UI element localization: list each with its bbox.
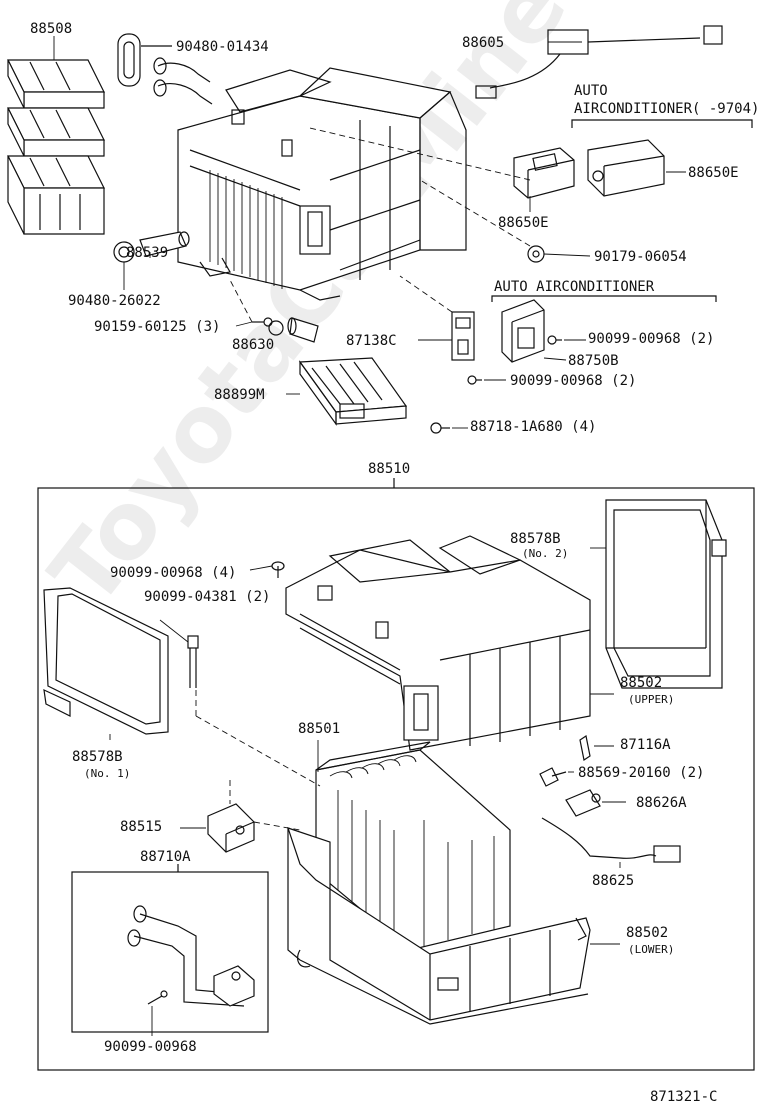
label-88569-20160: 88569-20160 (2) bbox=[578, 765, 705, 781]
pipe-outlet bbox=[153, 57, 213, 105]
label-87116A: 87116A bbox=[620, 737, 671, 753]
label-88539: 88539 bbox=[126, 245, 169, 261]
screw-90159-60125 bbox=[252, 317, 273, 327]
label-88626A: 88626A bbox=[636, 795, 687, 811]
pipe-assembly-88710A bbox=[127, 905, 255, 1007]
label-88630: 88630 bbox=[232, 337, 275, 353]
assembly-frame-88510 bbox=[37, 487, 755, 1071]
nut-90179-06054 bbox=[527, 245, 545, 263]
label-88605: 88605 bbox=[462, 35, 505, 51]
screw-90099-00968-b bbox=[467, 375, 482, 385]
label-87138C: 87138C bbox=[346, 333, 397, 349]
dashed-guides-assembly bbox=[195, 690, 321, 831]
drain-hose-88539 bbox=[139, 231, 190, 257]
sensor-88626A bbox=[565, 789, 601, 817]
label-upper: (UPPER) bbox=[628, 693, 675, 706]
label-88650E: 88650E bbox=[498, 215, 549, 231]
amplifier-88899M bbox=[298, 357, 408, 426]
power-transistor-88750B bbox=[501, 299, 545, 363]
label-88502-upper: 88502 bbox=[620, 675, 663, 691]
sensor-88605 bbox=[475, 25, 723, 99]
label-no1: (No. 1) bbox=[84, 767, 131, 780]
bolt-90099-04381 bbox=[187, 635, 199, 688]
label-88501: 88501 bbox=[298, 721, 341, 737]
lower-case-88502 bbox=[287, 827, 591, 1025]
sensor-88625 bbox=[541, 817, 681, 863]
label-88578B-no1: 88578B bbox=[72, 749, 123, 765]
label-no2: (No. 2) bbox=[522, 547, 569, 560]
seal-frame-88578B-no2 bbox=[605, 499, 727, 689]
heading-auto-aircon-1-line1: AUTO bbox=[574, 83, 608, 99]
blower-resistor-87138C bbox=[451, 311, 475, 361]
cooling-unit-assembly bbox=[177, 67, 467, 301]
expansion-valve-kit-box-88710A bbox=[71, 871, 269, 1033]
label-88750B: 88750B bbox=[568, 353, 619, 369]
label-88578B-no2: 88578B bbox=[510, 531, 561, 547]
diagram-id: 871321-C bbox=[650, 1089, 718, 1105]
grommet-90480-01434 bbox=[117, 33, 141, 87]
filter-element-88508 bbox=[7, 59, 105, 235]
label-assembly-88510: 88510 bbox=[368, 461, 411, 477]
evaporator-88501 bbox=[315, 741, 511, 951]
label-90480-01434: 90480-01434 bbox=[176, 39, 269, 55]
leader-lines-assembly bbox=[109, 547, 626, 1036]
label-90099-00968-a: 90099-00968 (2) bbox=[588, 331, 715, 347]
label-88508: 88508 bbox=[30, 21, 73, 37]
label-88650E-auto: 88650E bbox=[688, 165, 739, 181]
label-90099-00968: 90099-00968 bbox=[104, 1039, 197, 1055]
label-88625: 88625 bbox=[592, 873, 635, 889]
upper-case-88502 bbox=[285, 535, 591, 751]
label-88515: 88515 bbox=[120, 819, 163, 835]
leader-lines-upper bbox=[53, 36, 686, 429]
label-88899M: 88899M bbox=[214, 387, 265, 403]
servo-motor-88650E bbox=[513, 147, 575, 199]
label-88718-1A680: 88718-1A680 (4) bbox=[470, 419, 597, 435]
screw-90099-00968-4 bbox=[271, 561, 285, 578]
screw-88718-1A680 bbox=[430, 422, 450, 434]
seal-frame-88578B-no1 bbox=[43, 587, 169, 735]
label-90179-06054: 90179-06054 bbox=[594, 249, 687, 265]
dashed-guides-upper bbox=[229, 127, 531, 323]
label-90159-60125: 90159-60125 (3) bbox=[94, 319, 221, 335]
screw-90099-00968-a bbox=[547, 335, 562, 345]
label-90480-26022: 90480-26022 bbox=[68, 293, 161, 309]
label-88502-lower: 88502 bbox=[626, 925, 669, 941]
heading-auto-aircon-1-line2: AIRCONDITIONER( -9704) bbox=[574, 101, 760, 117]
heading-auto-aircon-2: AUTO AIRCONDITIONER bbox=[494, 279, 655, 295]
plug-88569-20160 bbox=[539, 767, 567, 787]
thermistor-88630 bbox=[268, 317, 319, 343]
label-90099-04381: 90099-04381 (2) bbox=[144, 589, 271, 605]
label-90099-00968-b: 90099-00968 (2) bbox=[510, 373, 637, 389]
servo-motor-88650E-auto bbox=[587, 139, 665, 197]
label-90099-00968-4: 90099-00968 (4) bbox=[110, 565, 237, 581]
label-88710A: 88710A bbox=[140, 849, 191, 865]
expansion-valve-88515 bbox=[207, 803, 255, 853]
clip-87116A bbox=[579, 735, 591, 761]
label-lower: (LOWER) bbox=[628, 943, 675, 956]
screw-90099-00968-c bbox=[147, 990, 168, 1005]
